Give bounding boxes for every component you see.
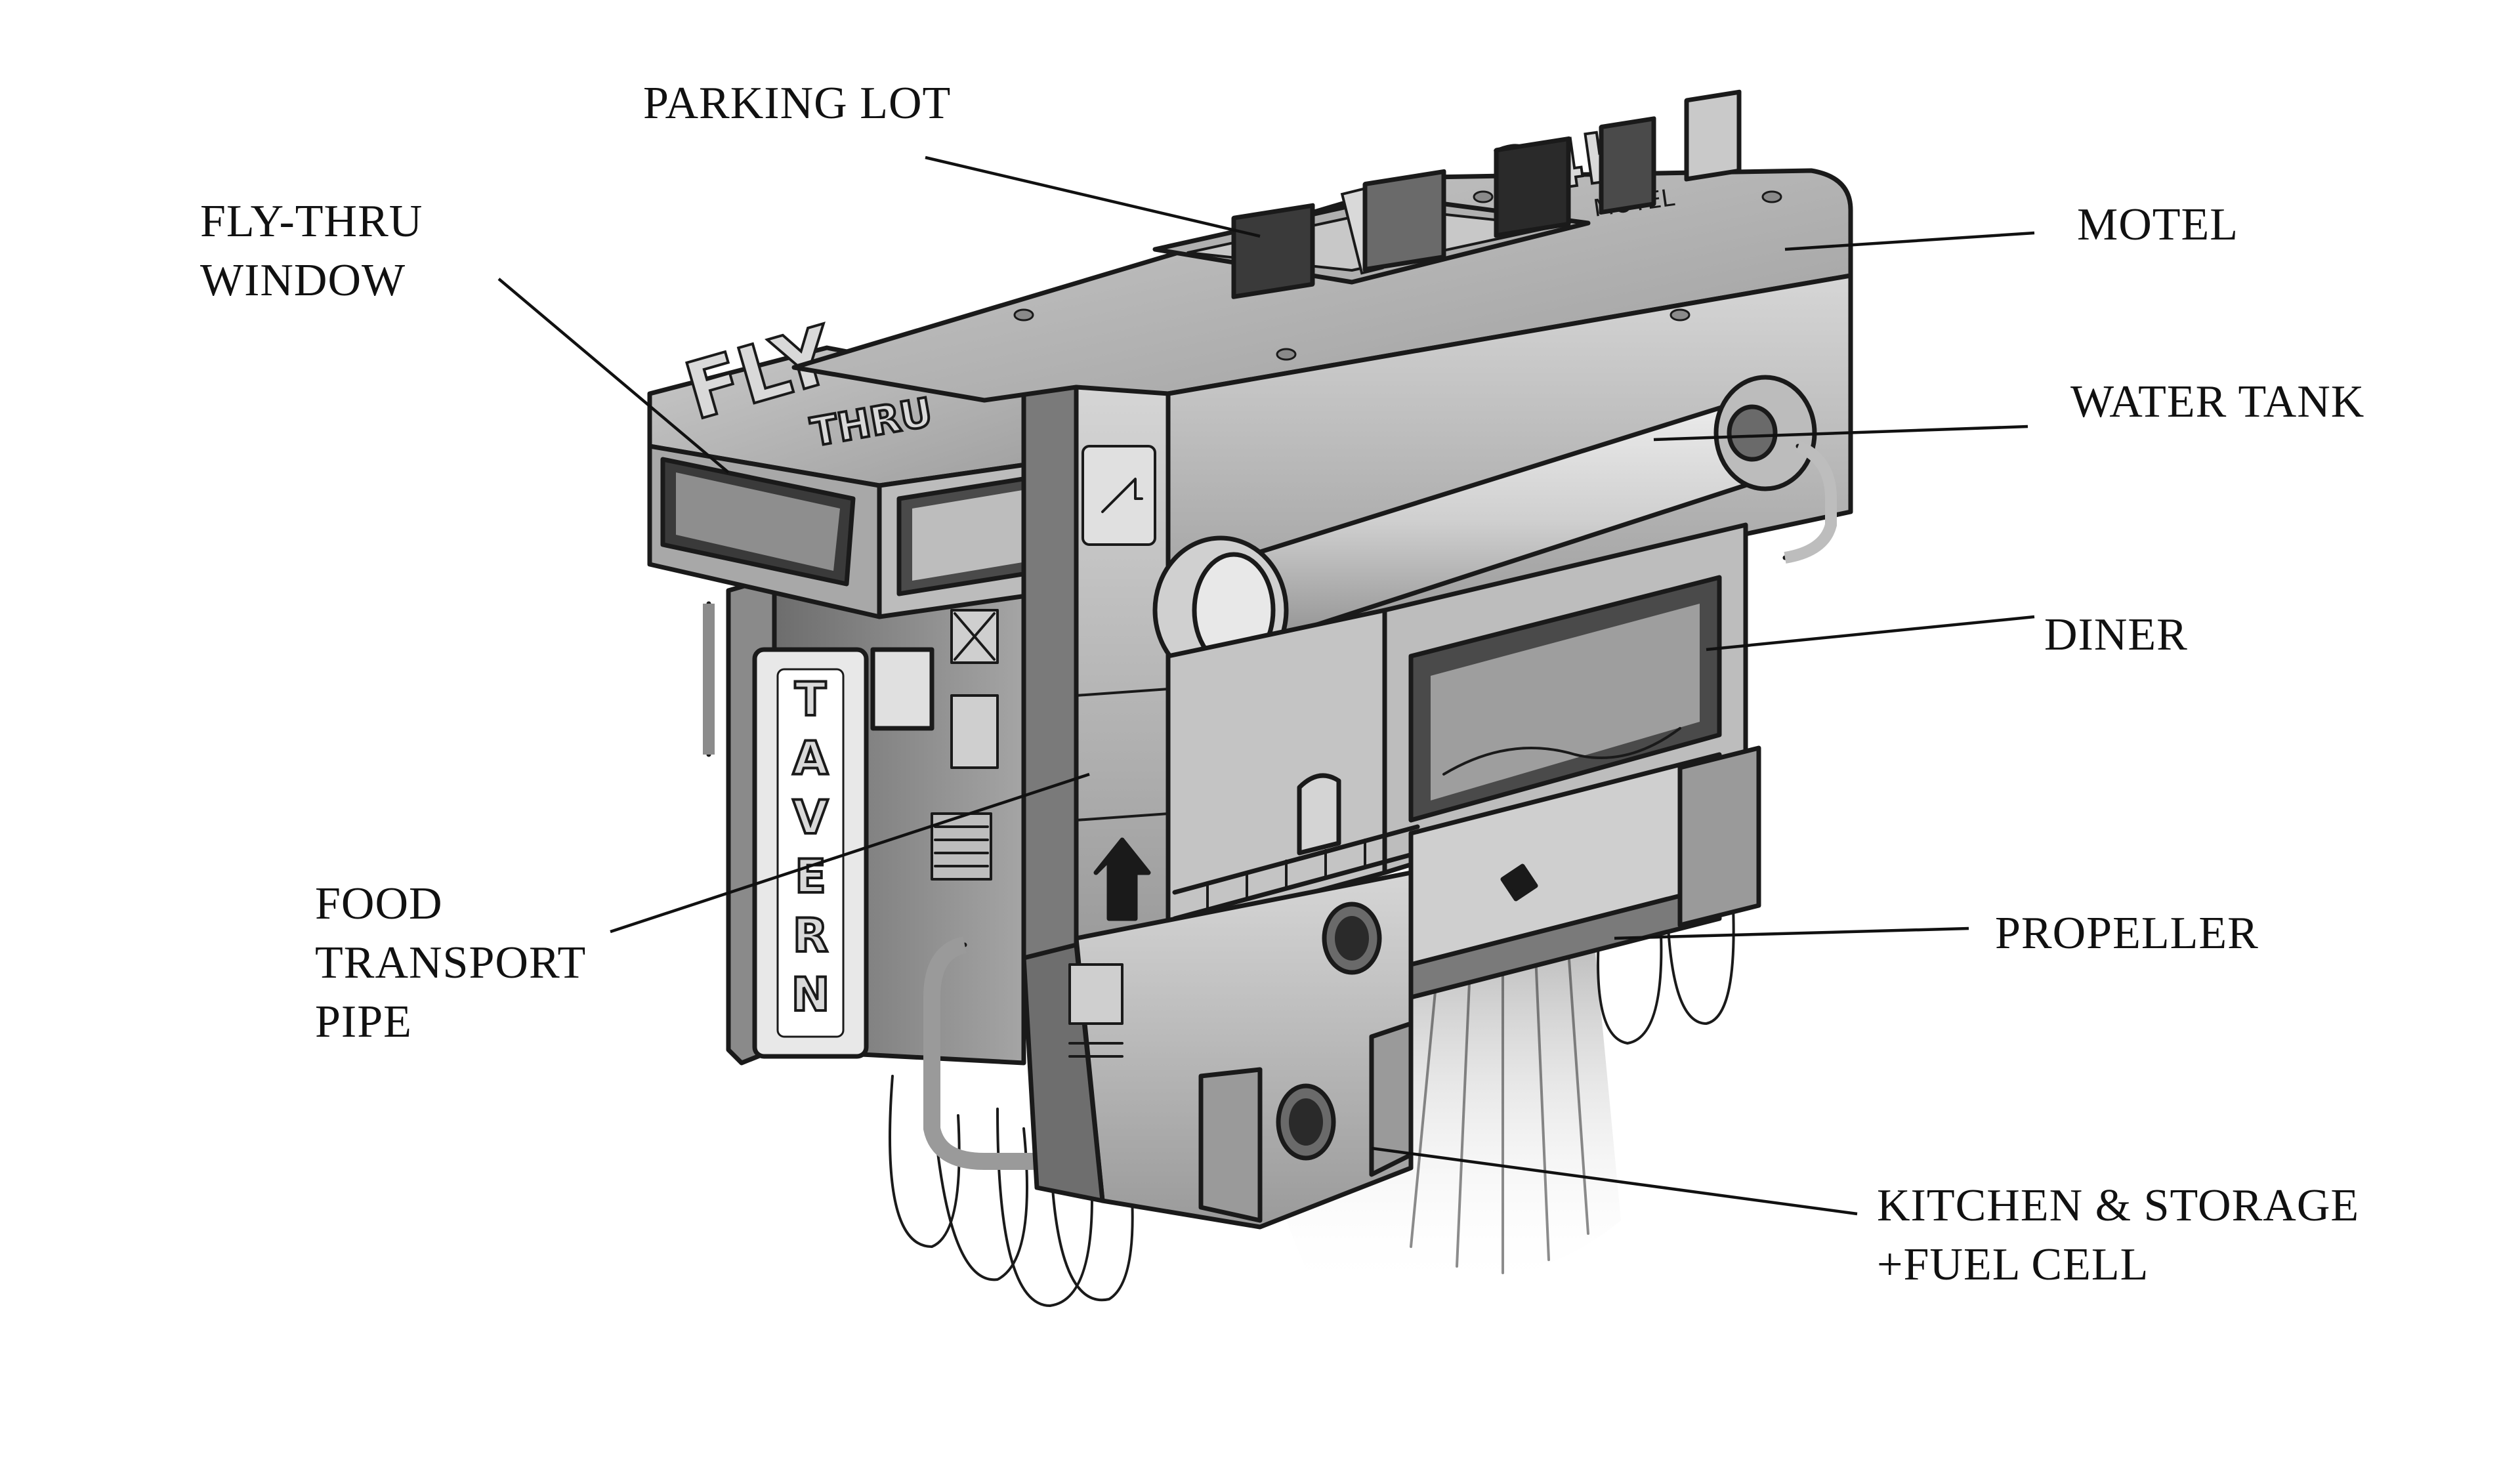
leader-propeller [1614, 926, 1969, 940]
tavern-tower: T A V E R N [703, 575, 1079, 1170]
tavern-letter: R [793, 909, 828, 963]
tavern-sign: T A V E R N [752, 647, 869, 1059]
tavern-letter: T [795, 673, 826, 726]
propeller-wash [1286, 945, 1621, 1292]
motel-windows [1231, 89, 1742, 299]
tavern-letter: V [793, 791, 828, 844]
label-parking-lot: PARKING LOT [643, 78, 951, 129]
label-fly-thru-window-line1: FLY-THRU [200, 196, 423, 247]
leader-diner [1706, 615, 2035, 652]
label-kitchen-storage-line1: KITCHEN & STORAGE [1877, 1180, 2359, 1231]
leader-kitchen-storage [1371, 1146, 1858, 1216]
label-motel: MOTEL [2077, 199, 2238, 250]
label-food-transport-pipe-line2: TRANSPORT [315, 938, 586, 988]
leader-food-transport-pipe [610, 772, 1090, 934]
leader-motel [1784, 231, 2035, 251]
kitchen-storage [1021, 870, 1414, 1230]
food-transport-column [1021, 378, 1171, 974]
leader-fly-thru-window [497, 278, 730, 474]
hanging-cables [889, 878, 1735, 1307]
propeller-housing [1408, 745, 1761, 1000]
label-kitchen-storage-line2: +FUEL CELL [1877, 1239, 2149, 1290]
label-fly-thru-window-line2: WINDOW [200, 255, 406, 306]
label-diner: DINER [2044, 610, 2188, 660]
label-propeller: PROPELLER [1995, 908, 2259, 959]
callout-labels: PARKING LOT FLY-THRU WINDOW MOTEL WATER … [200, 78, 2364, 1290]
leader-lines [497, 156, 2035, 1216]
tavern-letter: E [795, 850, 826, 904]
label-food-transport-pipe-line1: FOOD [315, 879, 443, 929]
label-food-transport-pipe-line3: PIPE [315, 997, 412, 1047]
tavern-letter: A [793, 732, 828, 785]
leader-water-tank [1653, 425, 2028, 442]
leader-parking-lot [925, 156, 1261, 238]
tavern-letter: N [791, 968, 830, 1022]
label-water-tank: WATER TANK [2070, 377, 2364, 427]
